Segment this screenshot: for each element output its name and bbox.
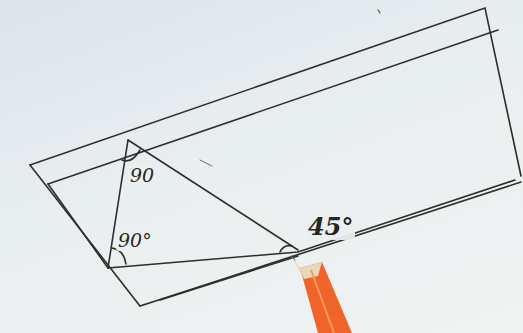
pencil bbox=[290, 254, 352, 333]
sketch-mark bbox=[200, 160, 212, 166]
fold-line bbox=[48, 184, 108, 268]
fold-line bbox=[160, 256, 298, 300]
angle-arc bbox=[122, 150, 140, 161]
angle-arc bbox=[280, 246, 292, 252]
angle-label: 90 bbox=[128, 165, 156, 186]
angle-label: 45° bbox=[306, 214, 355, 240]
fold-line bbox=[48, 30, 498, 184]
strip-outline bbox=[30, 8, 521, 176]
sketch-mark bbox=[378, 10, 380, 13]
triangle-side bbox=[108, 180, 515, 268]
angle-label: 90° bbox=[116, 230, 154, 251]
